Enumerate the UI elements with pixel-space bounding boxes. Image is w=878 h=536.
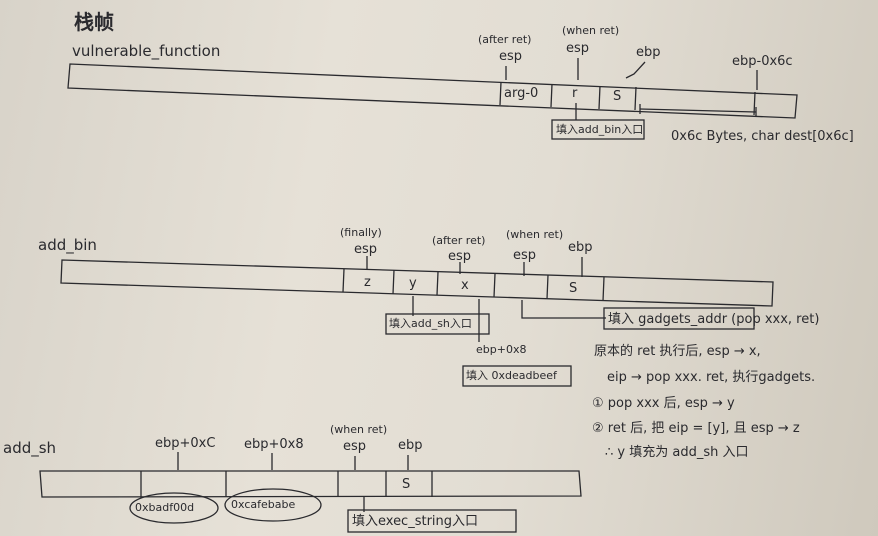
fill-add-sh-box [385, 313, 490, 335]
stack-bar-vulnerable-function [67, 63, 798, 119]
note-line-2: eip → pop xxx. ret, 执行gadgets. [607, 370, 816, 385]
cell-y: y [409, 276, 417, 291]
esp-when-ret-label: esp [513, 248, 537, 263]
cell-divider [546, 274, 549, 300]
note-line-4: ② ret 后, 把 eip = [y], 且 esp → z [592, 421, 800, 436]
cell-divider [634, 86, 637, 111]
fill-add-bin-text: 填入add_bin入口 [556, 123, 644, 136]
cell-divider [493, 273, 496, 298]
ebp-label: ebp [398, 438, 423, 453]
cell-s: S [402, 477, 411, 492]
after-ret-label: (after ret) [432, 234, 486, 247]
circle-badfood-text: 0xbadf00d [135, 501, 195, 514]
stack-bar-add-bin [60, 259, 774, 307]
cell-s: S [569, 281, 578, 296]
fill-gadgets-text: 填入 gadgets_addr (pop xxx, ret) [608, 312, 820, 327]
stack-bar-add-sh [39, 470, 582, 498]
cell-divider [550, 83, 553, 108]
cell-z: z [364, 275, 371, 290]
ebp-label: ebp [568, 240, 593, 255]
gadgets-connector [521, 300, 606, 319]
fill-add-bin-box [551, 119, 645, 140]
page-title: 栈帧 [74, 10, 114, 34]
when-ret-label: (when ret) [330, 423, 388, 436]
note-line-3: ① pop xxx 后, esp → y [592, 396, 735, 411]
circle-badfood [129, 492, 219, 524]
cell-divider [499, 81, 502, 106]
cell-s: S [613, 89, 622, 104]
circle-cafebabe-text: 0xcafebabe [231, 498, 296, 511]
note-line-5: ∴ y 填充为 add_sh 入口 [605, 445, 749, 460]
esp-when-ret-label: esp [566, 41, 590, 56]
cell-r: r [572, 86, 578, 101]
cell-divider [342, 268, 345, 293]
esp-after-ret-label: esp [499, 49, 523, 64]
cell-divider [753, 91, 756, 116]
fill-add-sh-text: 填入add_sh入口 [389, 317, 472, 330]
fill-deadbeef-text: 填入 0xdeadbeef [466, 369, 557, 382]
cell-divider [602, 276, 605, 302]
cell-divider [598, 85, 601, 110]
bytes-brace [639, 108, 757, 113]
add-sh-label: add_sh [3, 439, 57, 457]
esp-after-ret-label: esp [448, 249, 472, 264]
ebp-minus-label: ebp-0x6c [732, 54, 793, 69]
after-ret-label: (after ret) [478, 33, 532, 46]
ebp-plus8-label: ebp+0x8 [476, 343, 527, 356]
cell-divider [436, 271, 439, 296]
ebp-plus-8-label: ebp+0x8 [244, 437, 304, 452]
esp-when-ret-label: esp [343, 439, 367, 454]
cell-divider [392, 269, 395, 295]
ebp-arrow [625, 61, 646, 79]
add-bin-label: add_bin [38, 236, 97, 254]
when-ret-label: (when ret) [506, 228, 564, 241]
ebp-label: ebp [636, 45, 661, 60]
vulnerable-function-label: vulnerable_function [72, 42, 221, 60]
fill-gadgets-box [603, 307, 755, 330]
fill-deadbeef-box [462, 365, 572, 387]
esp-finally-label: esp [354, 242, 378, 257]
ebp-plus-c-label: ebp+0xC [155, 436, 216, 451]
circle-cafebabe [224, 488, 322, 522]
bytes-note: 0x6c Bytes, char dest[0x6c] [671, 129, 854, 144]
finally-label: (finally) [340, 226, 382, 239]
when-ret-label: (when ret) [562, 24, 620, 37]
note-line-1: 原本的 ret 执行后, esp → x, [594, 344, 761, 359]
cell-x: x [461, 278, 469, 293]
fill-exec-text: 填入exec_string入口 [352, 514, 479, 529]
fill-exec-box [347, 509, 517, 533]
cell-arg-0: arg-0 [504, 86, 539, 101]
